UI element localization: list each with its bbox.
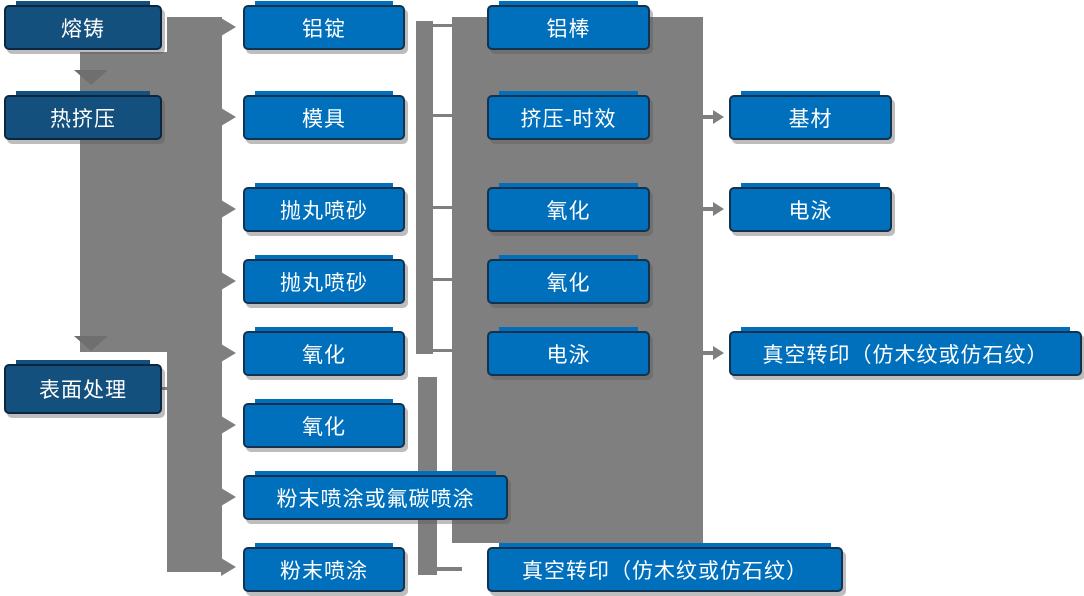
flow-node-8: 氧化 <box>243 327 405 376</box>
flow-node-1: 熔铸 <box>4 1 162 50</box>
flow-node-15: 氧化 <box>487 255 650 304</box>
flow-node-14: 氧化 <box>487 183 650 232</box>
flow-node-16: 电泳 <box>487 327 650 376</box>
arrow-to-powder-fluorocarbon <box>221 488 236 506</box>
connector-bar-upper <box>416 21 433 354</box>
connector-stub-row5 <box>432 349 452 352</box>
arrow-line-to-electrophoresis <box>703 207 714 211</box>
arrow-to-oxidation-2 <box>221 416 236 434</box>
down-arrow-to-surface-treatment <box>74 336 108 351</box>
flow-node-7: 抛丸喷砂 <box>243 255 405 304</box>
connector-stub-row3 <box>432 206 452 209</box>
flow-node-4: 铝锭 <box>243 1 405 50</box>
down-arrow-to-hot-extrusion <box>74 70 108 85</box>
connector-band-fanout <box>167 17 222 572</box>
arrow-to-base-material <box>713 110 724 124</box>
arrow-line-to-vacuum-transfer-right <box>703 351 714 355</box>
arrow-to-aluminum-ingot <box>221 18 236 36</box>
arrow-to-electrophoresis <box>713 202 724 216</box>
connector-stub-row2 <box>432 114 452 117</box>
flow-node-3: 表面处理 <box>4 360 162 414</box>
connector-stub-row4 <box>432 278 452 281</box>
flow-node-5: 模具 <box>243 91 405 140</box>
arrow-line-to-base-material <box>703 115 714 119</box>
flow-node-17: 真空转印（仿木纹或仿石纹） <box>487 543 843 592</box>
flow-node-10: 粉末喷涂或氟碳喷涂 <box>243 471 508 520</box>
flow-node-13: 挤压-时效 <box>487 91 650 140</box>
arrow-to-powder-coating <box>221 558 236 576</box>
flow-node-9: 氧化 <box>243 399 405 448</box>
flow-node-18: 基材 <box>729 91 892 140</box>
flow-node-12: 铝棒 <box>487 1 650 50</box>
arrow-to-shot-blasting-1 <box>221 200 236 218</box>
flow-node-2: 热挤压 <box>4 91 162 140</box>
connector-stub-row1 <box>432 24 452 27</box>
flow-node-6: 抛丸喷砂 <box>243 183 405 232</box>
connector-line-to-vacuum-transfer <box>436 567 462 571</box>
flow-node-20: 真空转印（仿木纹或仿石纹） <box>729 327 1082 376</box>
flow-node-19: 电泳 <box>729 183 892 232</box>
arrow-to-vacuum-transfer-right <box>713 346 724 360</box>
connector-stub-surface-treatment <box>160 387 174 390</box>
flow-node-11: 粉末喷涂 <box>243 543 405 592</box>
arrow-to-shot-blasting-2 <box>221 272 236 290</box>
arrow-to-oxidation-1 <box>221 344 236 362</box>
arrow-to-mold <box>221 108 236 126</box>
